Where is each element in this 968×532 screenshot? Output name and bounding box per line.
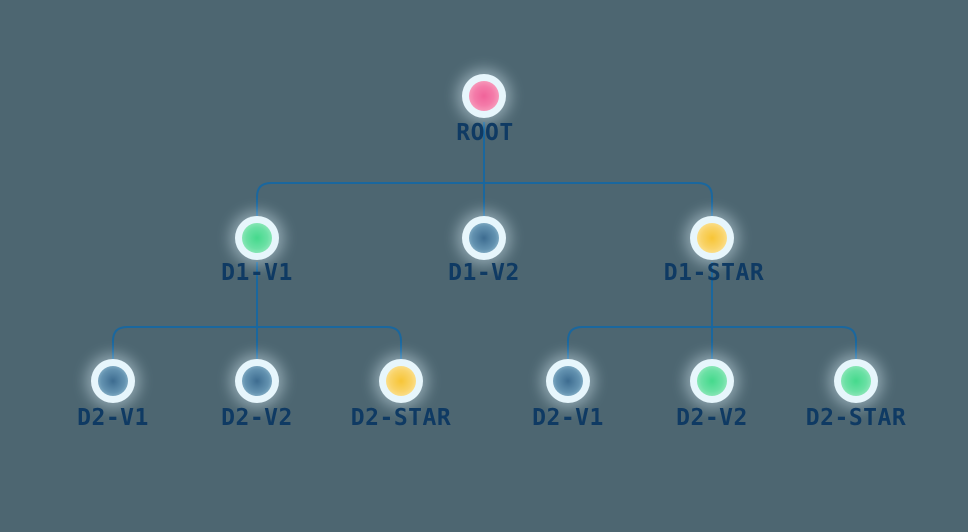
node-core-d1-star [697, 223, 727, 253]
node-label-d1-v1: D1-V1 [221, 260, 293, 286]
tree-node-d2-right-v2[interactable] [690, 359, 734, 403]
node-label-d2-left-v1: D2-V1 [77, 405, 149, 431]
node-core-root [469, 81, 499, 111]
tree-node-d2-right-star[interactable] [834, 359, 878, 403]
node-label-d2-right-v2: D2-V2 [676, 405, 748, 431]
tree-node-d2-right-v1[interactable] [546, 359, 590, 403]
node-label-root: ROOT [456, 120, 514, 146]
node-core-d2-right-v1 [553, 366, 583, 396]
tree-node-d2-left-v2[interactable] [235, 359, 279, 403]
connector-level2-left-bracket [112, 326, 402, 360]
node-core-d2-left-v2 [242, 366, 272, 396]
node-core-d2-left-v1 [98, 366, 128, 396]
node-label-d2-right-star: D2-STAR [805, 405, 907, 431]
node-core-d1-v1 [242, 223, 272, 253]
node-core-d2-right-star [841, 366, 871, 396]
node-label-d1-star: D1-STAR [663, 260, 765, 286]
node-label-d2-left-v2: D2-V2 [221, 405, 293, 431]
node-core-d1-v2 [469, 223, 499, 253]
tree-node-d1-v2[interactable] [462, 216, 506, 260]
node-label-d1-v2: D1-V2 [448, 260, 520, 286]
node-core-d2-left-star [386, 366, 416, 396]
connector-level1-bracket [256, 182, 713, 218]
tree-node-d2-left-v1[interactable] [91, 359, 135, 403]
tree-node-d1-star[interactable] [690, 216, 734, 260]
tree-node-d1-v1[interactable] [235, 216, 279, 260]
tree-node-d2-left-star[interactable] [379, 359, 423, 403]
node-label-d2-left-star: D2-STAR [350, 405, 452, 431]
tree-node-root[interactable] [462, 74, 506, 118]
connector-level2-right-bracket [567, 326, 857, 360]
node-label-d2-right-v1: D2-V1 [532, 405, 604, 431]
node-core-d2-right-v2 [697, 366, 727, 396]
